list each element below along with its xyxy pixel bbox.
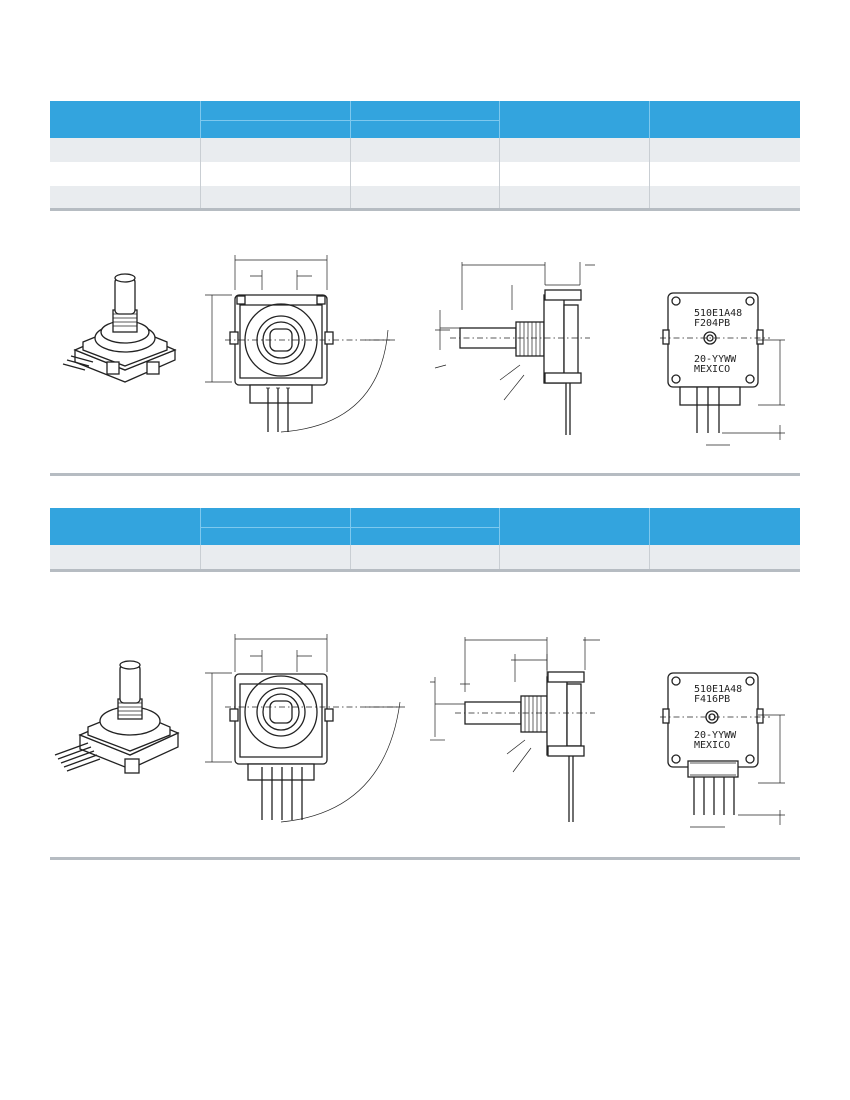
table-row [50, 162, 800, 186]
marking-line-4: MEXICO [694, 364, 730, 375]
pot2-isometric-drawing [50, 655, 190, 785]
table-header [50, 101, 800, 138]
pot2-front-view [200, 632, 410, 832]
pot1-front-view [200, 250, 410, 450]
pot1-side-view [420, 250, 600, 440]
marking-line-1: 510E1A48 [694, 684, 742, 695]
divider [50, 473, 800, 476]
marking-line-2: F416PB [694, 694, 730, 705]
marking-line-3: 20-YYWW [694, 354, 737, 365]
pot1-rear-view: 510E1A48 F204PB 20-YYWW MEXICO [650, 285, 790, 455]
divider [50, 569, 800, 572]
divider [50, 857, 800, 860]
divider [50, 208, 800, 211]
table-row [50, 138, 800, 162]
marking-line-3: 20-YYWW [694, 730, 737, 741]
table-header [50, 508, 800, 545]
table-row [50, 186, 800, 210]
marking-line-1: 510E1A48 [694, 308, 742, 319]
marking-line-2: F204PB [694, 318, 730, 329]
table-row [50, 545, 800, 569]
spec-table-2 [50, 508, 800, 569]
pot1-isometric-drawing [55, 270, 185, 390]
spec-table-1 [50, 101, 800, 210]
pot2-rear-view: 510E1A48 F416PB 20-YYWW MEXICO [650, 665, 790, 835]
pot2-side-view [425, 632, 605, 832]
marking-line-4: MEXICO [694, 740, 730, 751]
